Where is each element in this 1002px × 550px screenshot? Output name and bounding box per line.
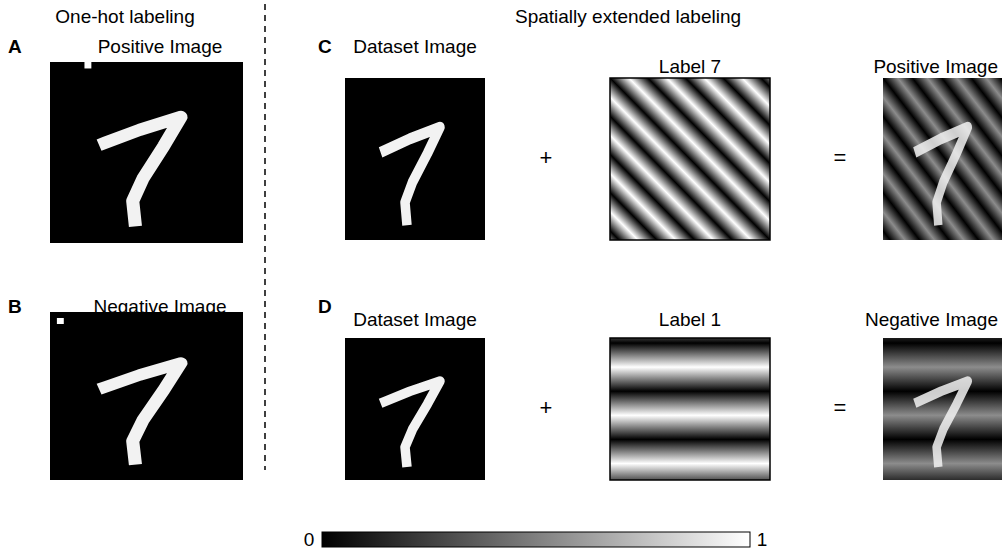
panel-letter: B <box>8 297 22 318</box>
image-title: Label 1 <box>659 310 721 331</box>
panel-letter: A <box>8 37 22 58</box>
combined-image <box>883 78 1002 240</box>
digit-image <box>345 78 485 240</box>
panel-letter: C <box>318 37 332 58</box>
panel-letter: D <box>318 297 332 318</box>
digit-image <box>50 62 243 243</box>
colorbar-tick: 1 <box>757 530 768 550</box>
image-title: Dataset Image <box>353 310 477 331</box>
digit-image <box>345 338 485 480</box>
operator-sign: = <box>834 146 847 170</box>
panel-title: Negative Image <box>93 297 226 318</box>
image-title: Dataset Image <box>353 37 477 58</box>
panel-title: Positive Image <box>98 37 223 58</box>
combined-image <box>883 338 1002 480</box>
image-title: Negative Image <box>865 310 998 331</box>
divider-line <box>264 4 266 470</box>
colorbar-tick: 0 <box>304 530 315 550</box>
operator-sign: + <box>540 146 553 170</box>
operator-sign: + <box>540 396 553 420</box>
digit-image <box>50 312 243 480</box>
label-grating <box>610 78 770 240</box>
image-title: Label 7 <box>659 57 721 78</box>
image-title: Positive Image <box>873 57 998 78</box>
colorbar <box>322 532 750 547</box>
section-title: One-hot labeling <box>55 7 194 28</box>
section-title: Spatially extended labeling <box>515 7 741 28</box>
label-grating <box>610 338 770 480</box>
operator-sign: = <box>834 396 847 420</box>
